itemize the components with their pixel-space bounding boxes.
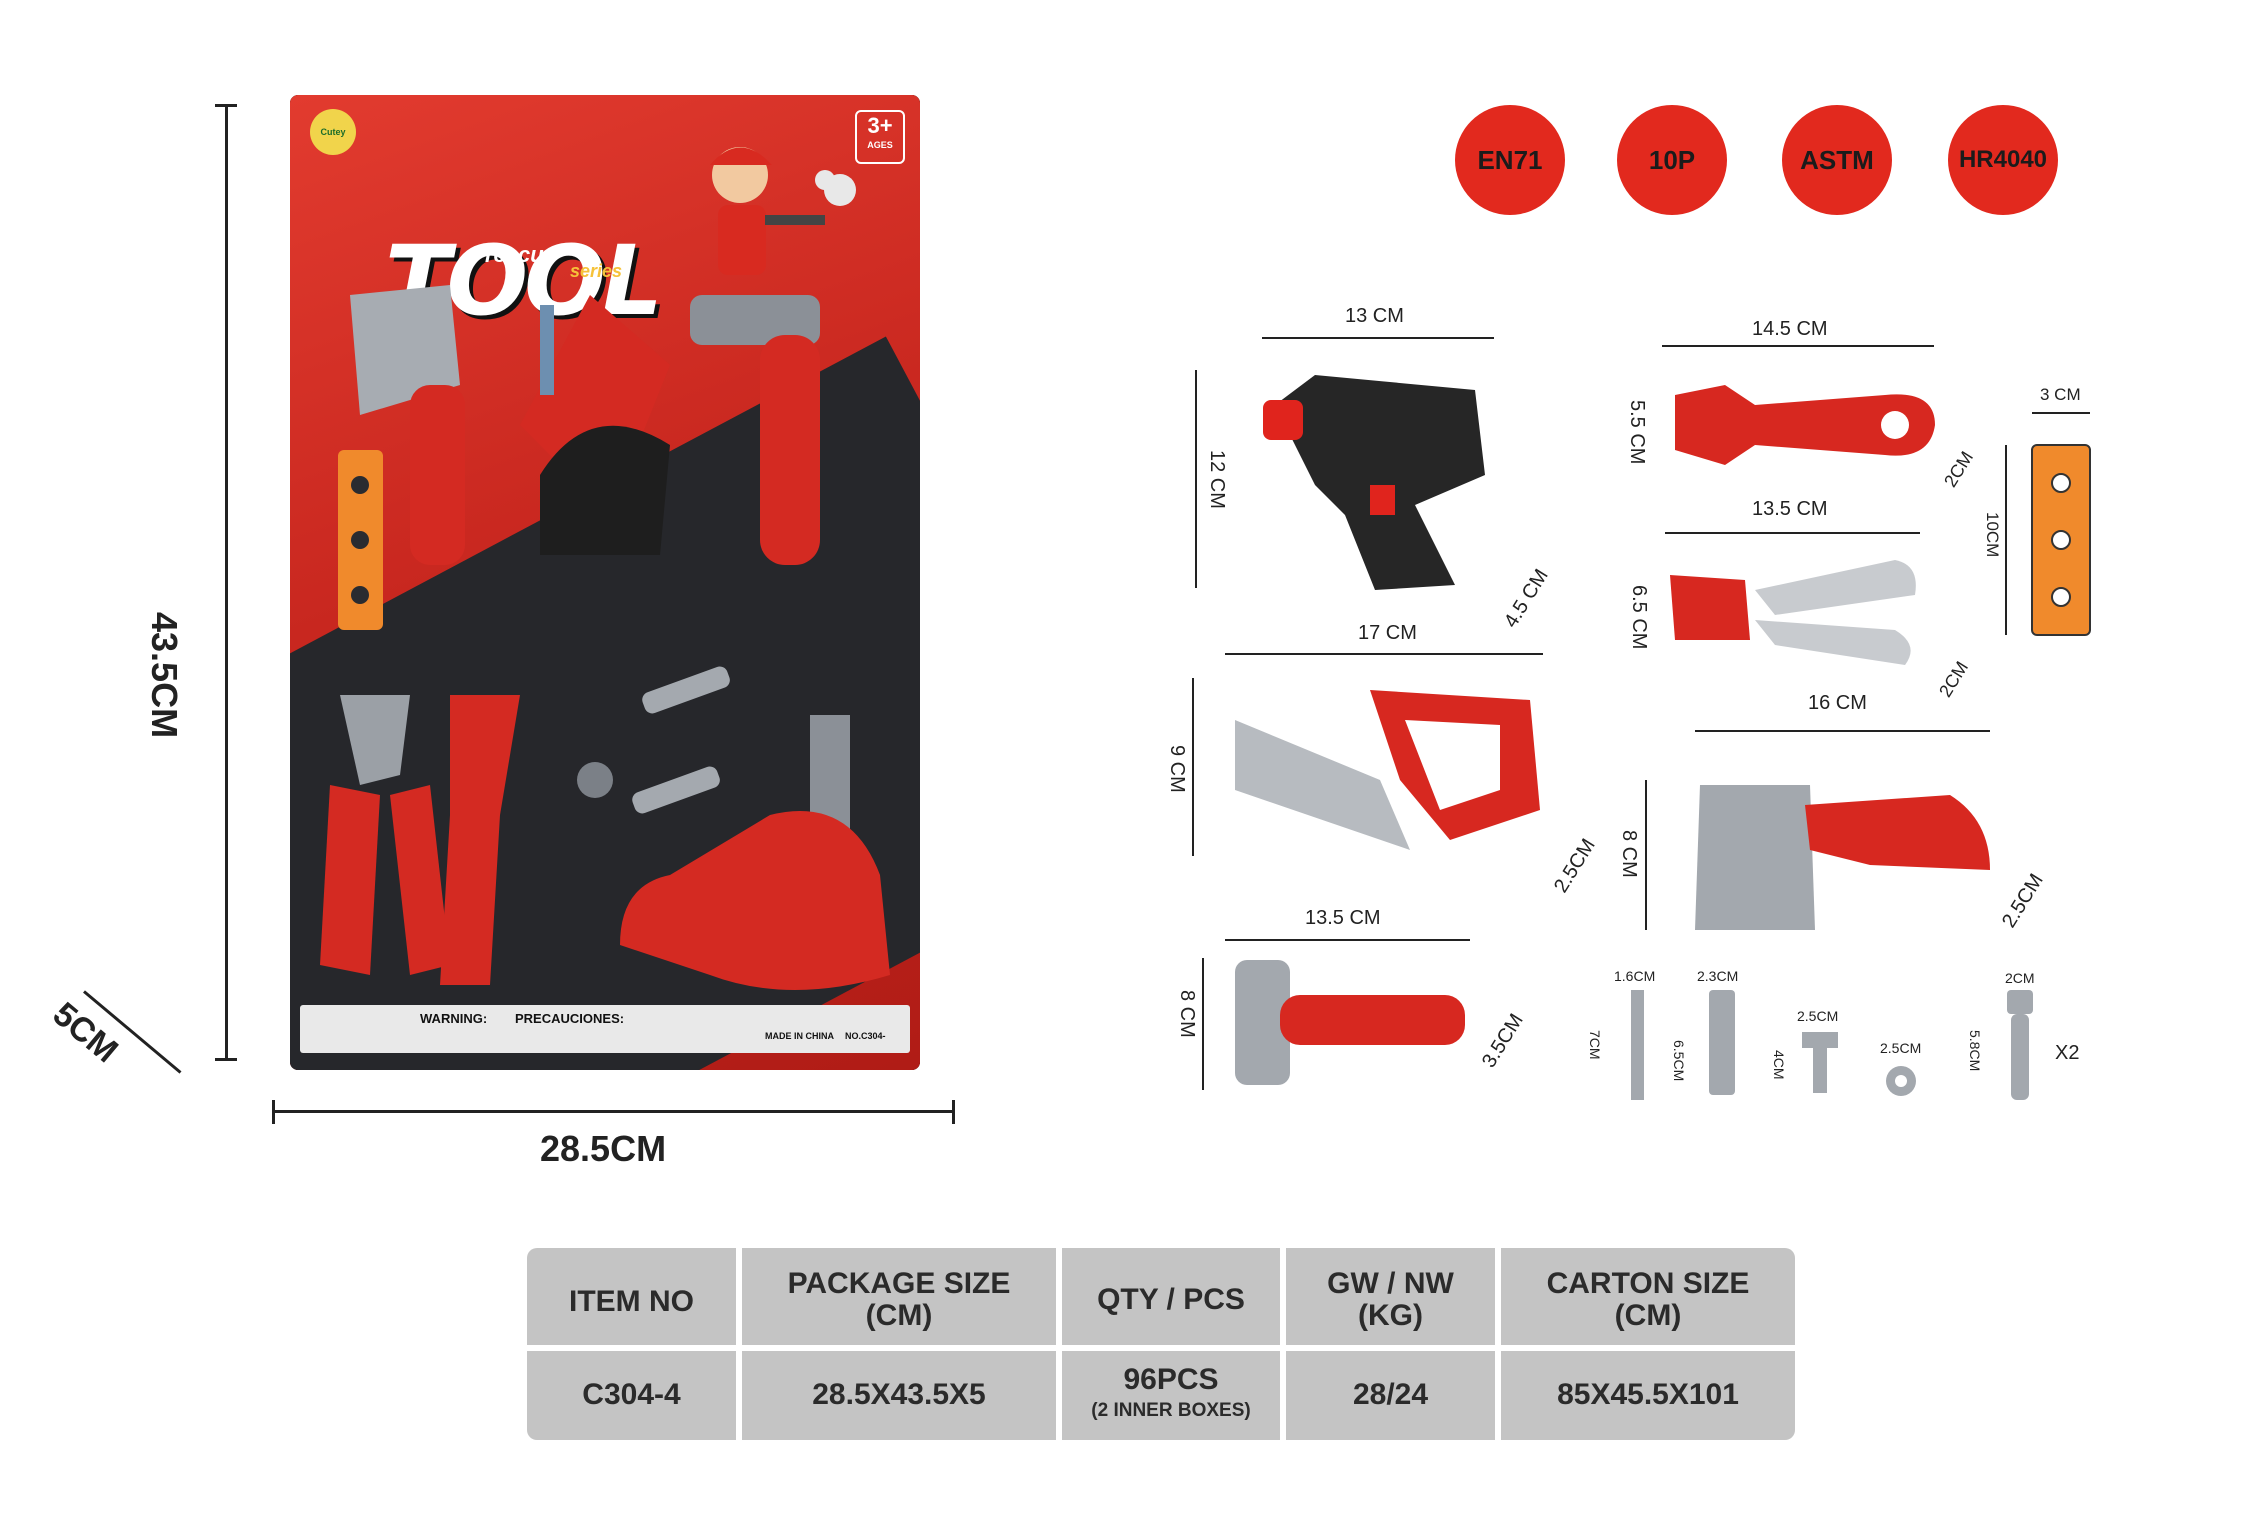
nut-image [1886, 1066, 1916, 1096]
saw-width-label: 17 CM [1358, 622, 1417, 644]
table-col-divider [736, 1248, 742, 1440]
width-dimension-line [272, 1110, 955, 1113]
hammer-height-line [1202, 958, 1204, 1090]
block-height-line [2005, 445, 2007, 635]
header-package-size: PACKAGE SIZE (CM) [787, 1267, 1011, 1332]
package-depth-label: 5CM [45, 995, 125, 1071]
dimension-tick [952, 1100, 955, 1124]
cell-qty-note: (2 INNER BOXES) [1091, 1400, 1251, 1421]
table-col-divider [1495, 1248, 1501, 1440]
drill-thickness-label: 4.5 CM [1500, 565, 1553, 632]
pliers-width-line [1665, 532, 1920, 534]
pliers-width-label: 13.5 CM [1752, 498, 1828, 520]
wrench-thickness-label: 2CM [1940, 447, 1978, 491]
screw-1-width-label: 1.6CM [1614, 968, 1656, 984]
drill-width-label: 13 CM [1345, 305, 1404, 327]
header-qty: QTY / PCS [1097, 1283, 1245, 1316]
pliers-thickness-label: 2CM [1935, 657, 1973, 701]
badge-10p: 10P [1617, 105, 1727, 215]
drill-width-line [1262, 337, 1494, 339]
header-carton-size: CARTON SIZE (CM) [1546, 1267, 1750, 1332]
screw-2-image [1709, 990, 1735, 1095]
warning-label: WARNING: [420, 1011, 488, 1026]
pliers-image [1670, 560, 1916, 665]
screw-1-height-label: 7CM [1587, 1030, 1603, 1060]
firefighter-illustration [710, 147, 856, 275]
axe-height-line [1645, 780, 1647, 930]
badge-astm: ASTM [1782, 105, 1892, 215]
bolt-width-label: 2.5CM [1797, 1008, 1839, 1024]
pliers-height-label: 6.5 CM [1628, 585, 1650, 650]
bolt-height-label: 4CM [1771, 1050, 1787, 1080]
cell-item-no: C304-4 [582, 1378, 681, 1411]
block-image [2031, 444, 2091, 636]
warning-strip: WARNING: PRECAUCIONES: MADE IN CHINA NO.… [300, 1005, 910, 1053]
peg-height-label: 5.8CM [1967, 1030, 1983, 1072]
drill-height-line [1195, 370, 1197, 588]
saw-height-line [1192, 678, 1194, 856]
drill-image [1263, 375, 1485, 590]
table-col-divider [1056, 1248, 1062, 1440]
package-width-label: 28.5CM [540, 1128, 667, 1169]
axe-height-label: 8 CM [1618, 830, 1640, 878]
header-item-no: ITEM NO [569, 1285, 694, 1318]
hammer-image [1235, 960, 1465, 1085]
package-subtitle-series: series [570, 261, 623, 281]
made-in-label: MADE IN CHINA [765, 1031, 834, 1041]
dimension-tick [215, 104, 237, 107]
cell-weight: 28/24 [1352, 1378, 1429, 1411]
cell-carton-size: 85X45.5X101 [1557, 1378, 1739, 1411]
package-subtitle-rescue: rescue [485, 242, 556, 267]
axe-thickness-label: 2.5CM [1998, 870, 2048, 932]
table-col-divider [1280, 1248, 1286, 1440]
dimension-tick [215, 1058, 237, 1061]
table-row-divider [527, 1345, 1795, 1351]
spec-table: ITEM NO PACKAGE SIZE (CM) QTY / PCS GW /… [527, 1248, 1795, 1440]
wrench-width-label: 14.5 CM [1752, 318, 1828, 340]
toy-tools [320, 285, 890, 990]
hammer-thickness-label: 3.5CM [1478, 1010, 1528, 1072]
bolt-image [1802, 1032, 1838, 1093]
block-width-label: 3 CM [2040, 385, 2081, 404]
axe-width-label: 16 CM [1808, 692, 1867, 714]
cell-package-size: 28.5X43.5X5 [812, 1378, 986, 1411]
axe-width-line [1695, 730, 1990, 732]
hammer-width-label: 13.5 CM [1305, 907, 1381, 929]
age-label: AGES [867, 140, 893, 150]
screw-1-image [1631, 990, 1644, 1100]
screw-2-height-label: 6.5CM [1671, 1040, 1687, 1082]
badge-en71: EN71 [1455, 105, 1565, 215]
dimension-tick [272, 1100, 275, 1124]
brand-logo: Cutey [310, 109, 356, 155]
block-width-line [2032, 412, 2090, 414]
saw-image [1235, 690, 1540, 850]
drill-height-label: 12 CM [1206, 450, 1228, 509]
package-card: Cutey 3+ AGES TOOL rescue series [290, 95, 920, 1070]
badge-hr4040: HR4040 [1948, 105, 2058, 215]
hammer-width-line [1225, 939, 1470, 941]
age-badge: 3+ AGES [855, 110, 905, 164]
saw-width-line [1225, 653, 1543, 655]
saw-thickness-label: 2.5CM [1550, 835, 1600, 897]
hammer-height-label: 8 CM [1176, 990, 1198, 1038]
block-height-label: 10CM [1983, 512, 2002, 558]
axe-image [1695, 785, 1990, 930]
precautions-label: PRECAUCIONES: [515, 1011, 625, 1026]
peg-width-label: 2CM [2005, 970, 2035, 986]
nut-width-label: 2.5CM [1880, 1040, 1922, 1056]
screw-2-width-label: 2.3CM [1697, 968, 1739, 984]
wrench-image [1675, 385, 1935, 465]
peg-image [2007, 990, 2033, 1100]
wrench-height-label: 5.5 CM [1626, 400, 1648, 465]
cell-qty: 96PCS [1123, 1363, 1219, 1396]
model-label: NO.C304- [845, 1031, 886, 1041]
peg-quantity-label: X2 [2055, 1042, 2080, 1064]
header-weight: GW / NW (KG) [1327, 1267, 1454, 1332]
height-dimension-line [225, 105, 228, 1060]
saw-height-label: 9 CM [1166, 745, 1188, 793]
package-height-label: 43.5CM [144, 612, 185, 739]
wrench-width-line [1662, 345, 1934, 347]
age-value: 3+ [867, 113, 893, 138]
